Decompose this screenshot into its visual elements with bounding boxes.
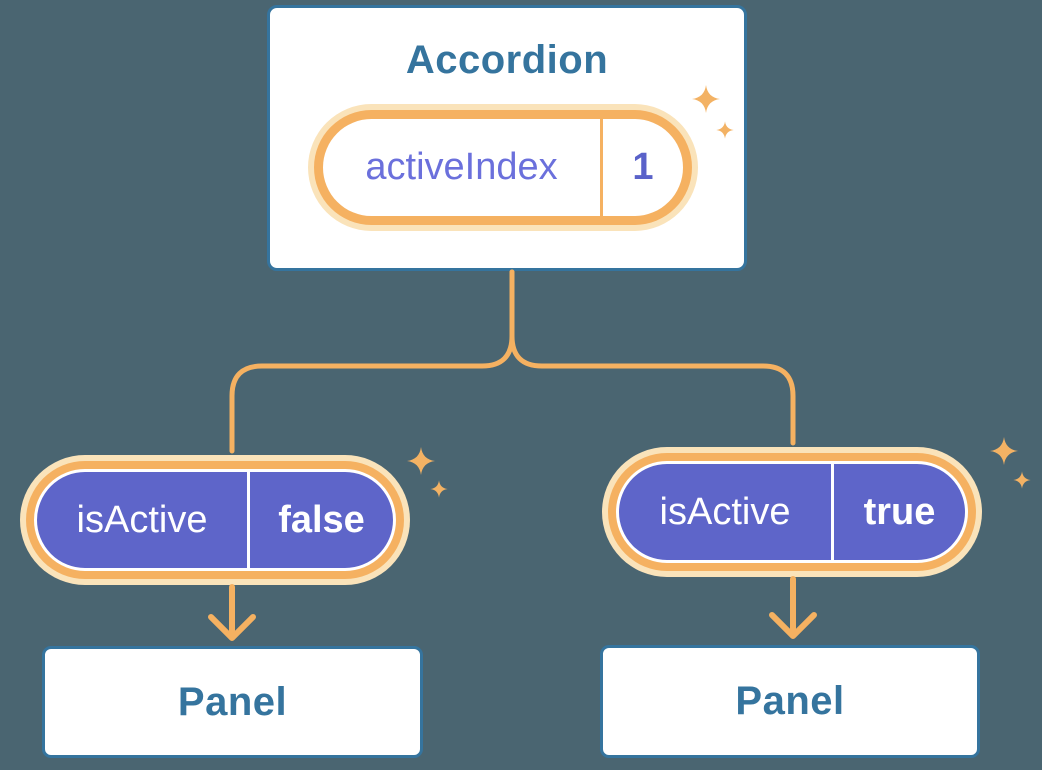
state-pill-ring: activeIndex 1	[314, 110, 692, 225]
prop-pill-ring: isActive false	[26, 461, 404, 579]
prop-pill-divider	[247, 472, 250, 568]
state-pill-divider	[600, 119, 603, 216]
prop-label: isActive	[76, 498, 208, 541]
panel-component-box-right: Panel	[600, 645, 980, 758]
prop-value: true	[863, 490, 936, 533]
state-pill-activeindex: activeIndex 1	[308, 104, 698, 231]
sparkles-right-pill	[990, 437, 1031, 489]
arrow-right-head-icon	[769, 612, 817, 639]
prop-pill-body: isActive true	[616, 461, 968, 563]
state-label: activeIndex	[365, 146, 558, 188]
accordion-title: Accordion	[405, 38, 609, 82]
sparkle-small-icon	[430, 480, 448, 498]
panel-component-box-left: Panel	[42, 646, 423, 758]
arrow-left-head-icon	[208, 614, 256, 641]
prop-pill-isactive-true: isActive true	[602, 447, 982, 577]
prop-label: isActive	[659, 490, 791, 533]
sparkle-large-icon	[407, 447, 435, 475]
prop-value: false	[278, 498, 365, 541]
prop-pill-isactive-false: isActive false	[20, 455, 410, 585]
accordion-component-box: Accordion activeIndex 1	[267, 5, 747, 271]
sparkle-small-icon	[1013, 471, 1031, 489]
sparkles-left-pill	[407, 447, 448, 498]
prop-pill-body: isActive false	[34, 469, 396, 571]
prop-pill-ring: isActive true	[608, 453, 976, 571]
state-value: 1	[632, 146, 654, 188]
connector-right-branch	[509, 269, 796, 446]
state-pill-body: activeIndex 1	[323, 119, 683, 216]
prop-pill-divider	[831, 464, 834, 560]
sparkle-large-icon	[990, 437, 1018, 465]
connector-left-branch	[229, 269, 515, 454]
